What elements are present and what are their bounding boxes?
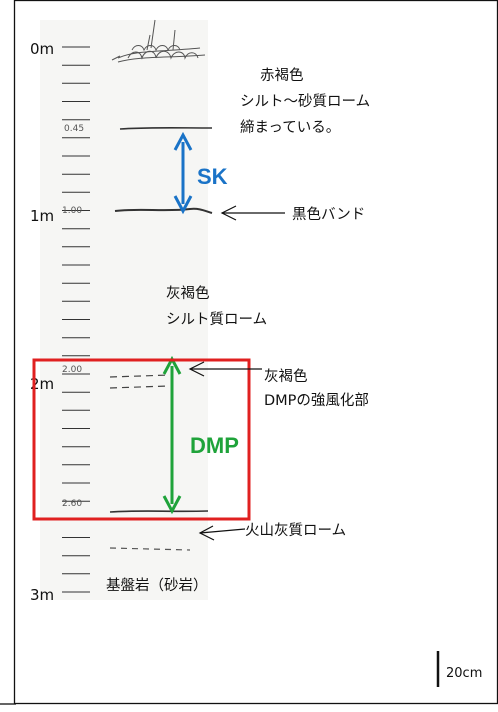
weathered-zone-pointer-head bbox=[188, 361, 205, 377]
sk-label: SK bbox=[197, 164, 228, 189]
depth-label-1m: 1m bbox=[30, 207, 54, 225]
boundary-black-band bbox=[114, 207, 213, 214]
layer3-color: 灰褐色 bbox=[264, 368, 308, 385]
boundary-0.45 bbox=[119, 126, 213, 130]
boundary-2.00-lower bbox=[109, 385, 169, 389]
dmp-highlight-box bbox=[32, 358, 251, 521]
pointer-arrows bbox=[188, 205, 285, 541]
boundary-2.60 bbox=[109, 510, 209, 513]
layer1-note: 締まっている。 bbox=[240, 119, 340, 136]
layer1-texture: シルト～砂質ローム bbox=[240, 92, 370, 110]
scale-bar-label: 20cm bbox=[446, 666, 482, 681]
depth-label-3m: 3m bbox=[30, 586, 54, 604]
layer4-label: 火山灰質ローム bbox=[245, 521, 346, 539]
dmp-label: DMP bbox=[190, 433, 239, 458]
black-band-label: 黒色バンド bbox=[292, 206, 365, 223]
surface-vegetation-sketch bbox=[111, 19, 206, 63]
column-background bbox=[40, 20, 208, 600]
sk-double-arrow bbox=[173, 131, 193, 215]
layer2-color: 灰褐色 bbox=[166, 285, 210, 302]
layer1-color: 赤褐色 bbox=[260, 67, 304, 84]
depth-label-0m: 0m bbox=[30, 40, 54, 58]
boundary-volcanic-ash bbox=[109, 547, 191, 551]
black-band-pointer-head bbox=[220, 205, 237, 221]
depth-label-2m: 2m bbox=[30, 375, 54, 393]
volcanic-ash-pointer bbox=[199, 528, 246, 534]
bedrock-label: 基盤岩（砂岩） bbox=[106, 577, 208, 594]
boundary-2.00-upper bbox=[109, 374, 171, 378]
depth-mark-0.45: 0.45 bbox=[64, 124, 84, 134]
volcanic-ash-pointer-head bbox=[198, 525, 215, 541]
depth-mark-2.60: 2.60 bbox=[62, 499, 82, 509]
depth-mark-1.00: 1.00 bbox=[62, 206, 82, 216]
layer2-texture: シルト質ローム bbox=[166, 310, 267, 328]
depth-mark-2.00: 2.00 bbox=[62, 365, 82, 375]
layer3-note: DMPの強風化部 bbox=[264, 392, 369, 409]
